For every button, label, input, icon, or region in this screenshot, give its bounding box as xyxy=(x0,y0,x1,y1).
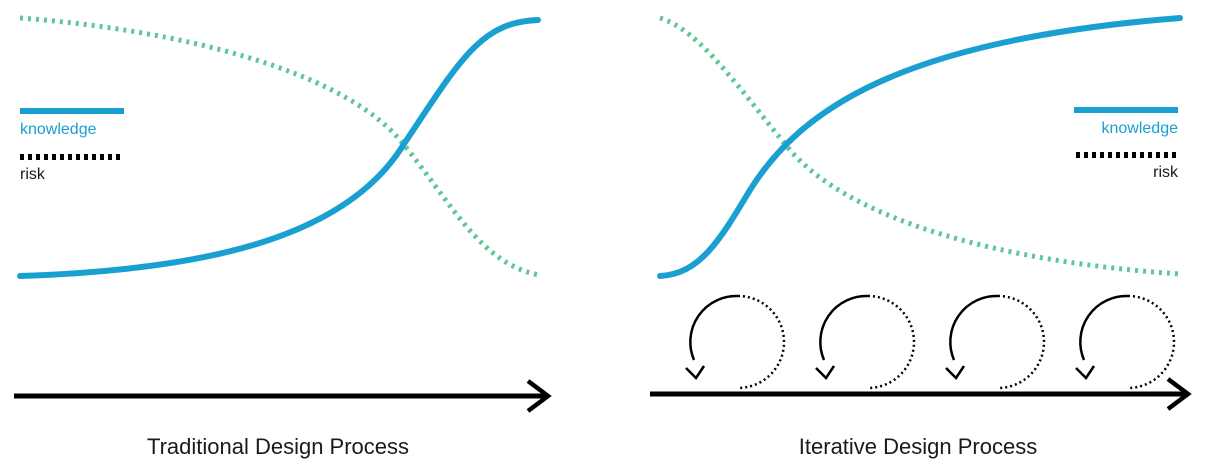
iteration-loop-4-circular-arrow-icon xyxy=(1075,294,1176,390)
iteration-loop-3-circular-arrow-icon xyxy=(945,294,1046,390)
legend-knowledge-label: knowledge xyxy=(1102,120,1179,137)
iterative-legend: knowledge risk xyxy=(1074,107,1179,181)
iteration-loop-2-circular-arrow-icon xyxy=(815,294,916,390)
traditional-legend: knowledge risk xyxy=(20,108,124,183)
iterative-risk-curve xyxy=(659,15,1181,277)
iteration-loops xyxy=(685,294,1176,390)
traditional-process-arrow xyxy=(14,379,552,413)
iterative-process-panel: knowledge risk Iterative Design Process xyxy=(650,15,1192,459)
legend-risk-label: risk xyxy=(1153,164,1179,181)
iterative-knowledge-curve xyxy=(657,15,1183,279)
legend-knowledge-label: knowledge xyxy=(20,121,97,138)
traditional-process-panel: knowledge risk Traditional Design Proces… xyxy=(14,15,552,459)
iterative-process-title: Iterative Design Process xyxy=(799,434,1037,459)
iterative-process-arrow xyxy=(650,377,1192,411)
traditional-knowledge-curve xyxy=(17,17,541,279)
iteration-loop-1-circular-arrow-icon xyxy=(685,294,786,390)
legend-risk-label: risk xyxy=(20,166,46,183)
traditional-process-title: Traditional Design Process xyxy=(147,434,409,459)
traditional-risk-curve xyxy=(19,15,541,278)
